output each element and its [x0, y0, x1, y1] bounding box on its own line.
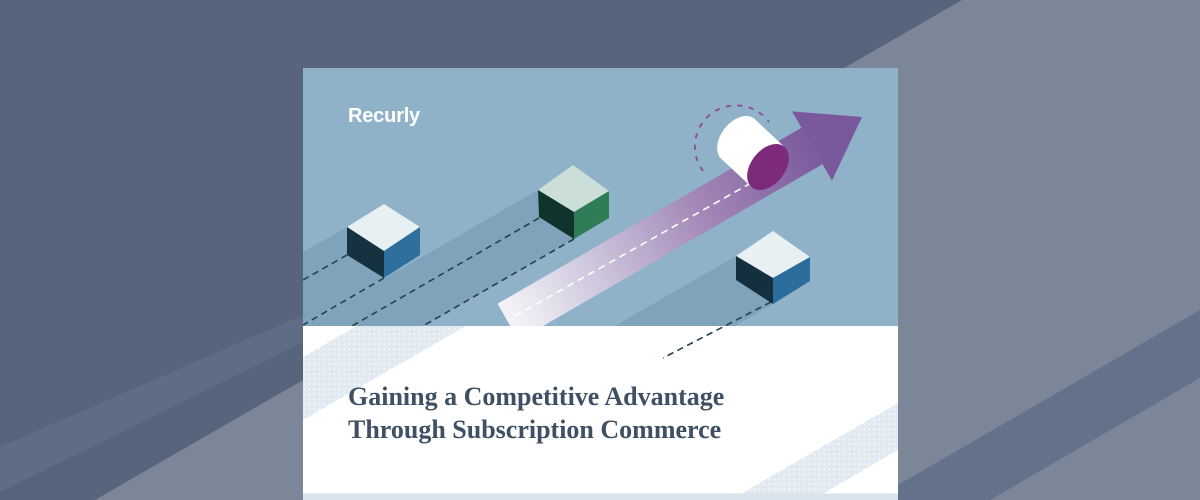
recurly-logo: Recurly [348, 105, 420, 127]
trail-middle-cube [303, 190, 574, 326]
background-dark-stripe [872, 310, 1200, 500]
cube-icon-right-blue [736, 231, 810, 304]
cover-card: Recurly Gaining a Competitive Advantage … [303, 68, 898, 500]
cover-title-line1: Gaining a Competitive Advantage [348, 382, 725, 411]
cover-title-line2: Through Subscription Commerce [348, 415, 722, 444]
cube-icon-middle-green [538, 165, 609, 239]
cube-icon-left-blue [347, 204, 420, 278]
trail-left-cube [303, 227, 384, 325]
cover-title: Gaining a Competitive Advantage Through … [348, 380, 848, 446]
growth-arrow-head [792, 111, 862, 181]
rolling-cylinder-icon [717, 115, 789, 191]
pale-ribbons [303, 326, 898, 500]
arrow-white-dashed-line [514, 182, 752, 317]
cover-illustration [303, 68, 898, 500]
card-bottom-strip [303, 493, 898, 500]
dashed-trajectory-lines [303, 217, 575, 326]
dashed-trajectory-into-white [662, 301, 772, 359]
trail-right-cube [615, 256, 773, 326]
